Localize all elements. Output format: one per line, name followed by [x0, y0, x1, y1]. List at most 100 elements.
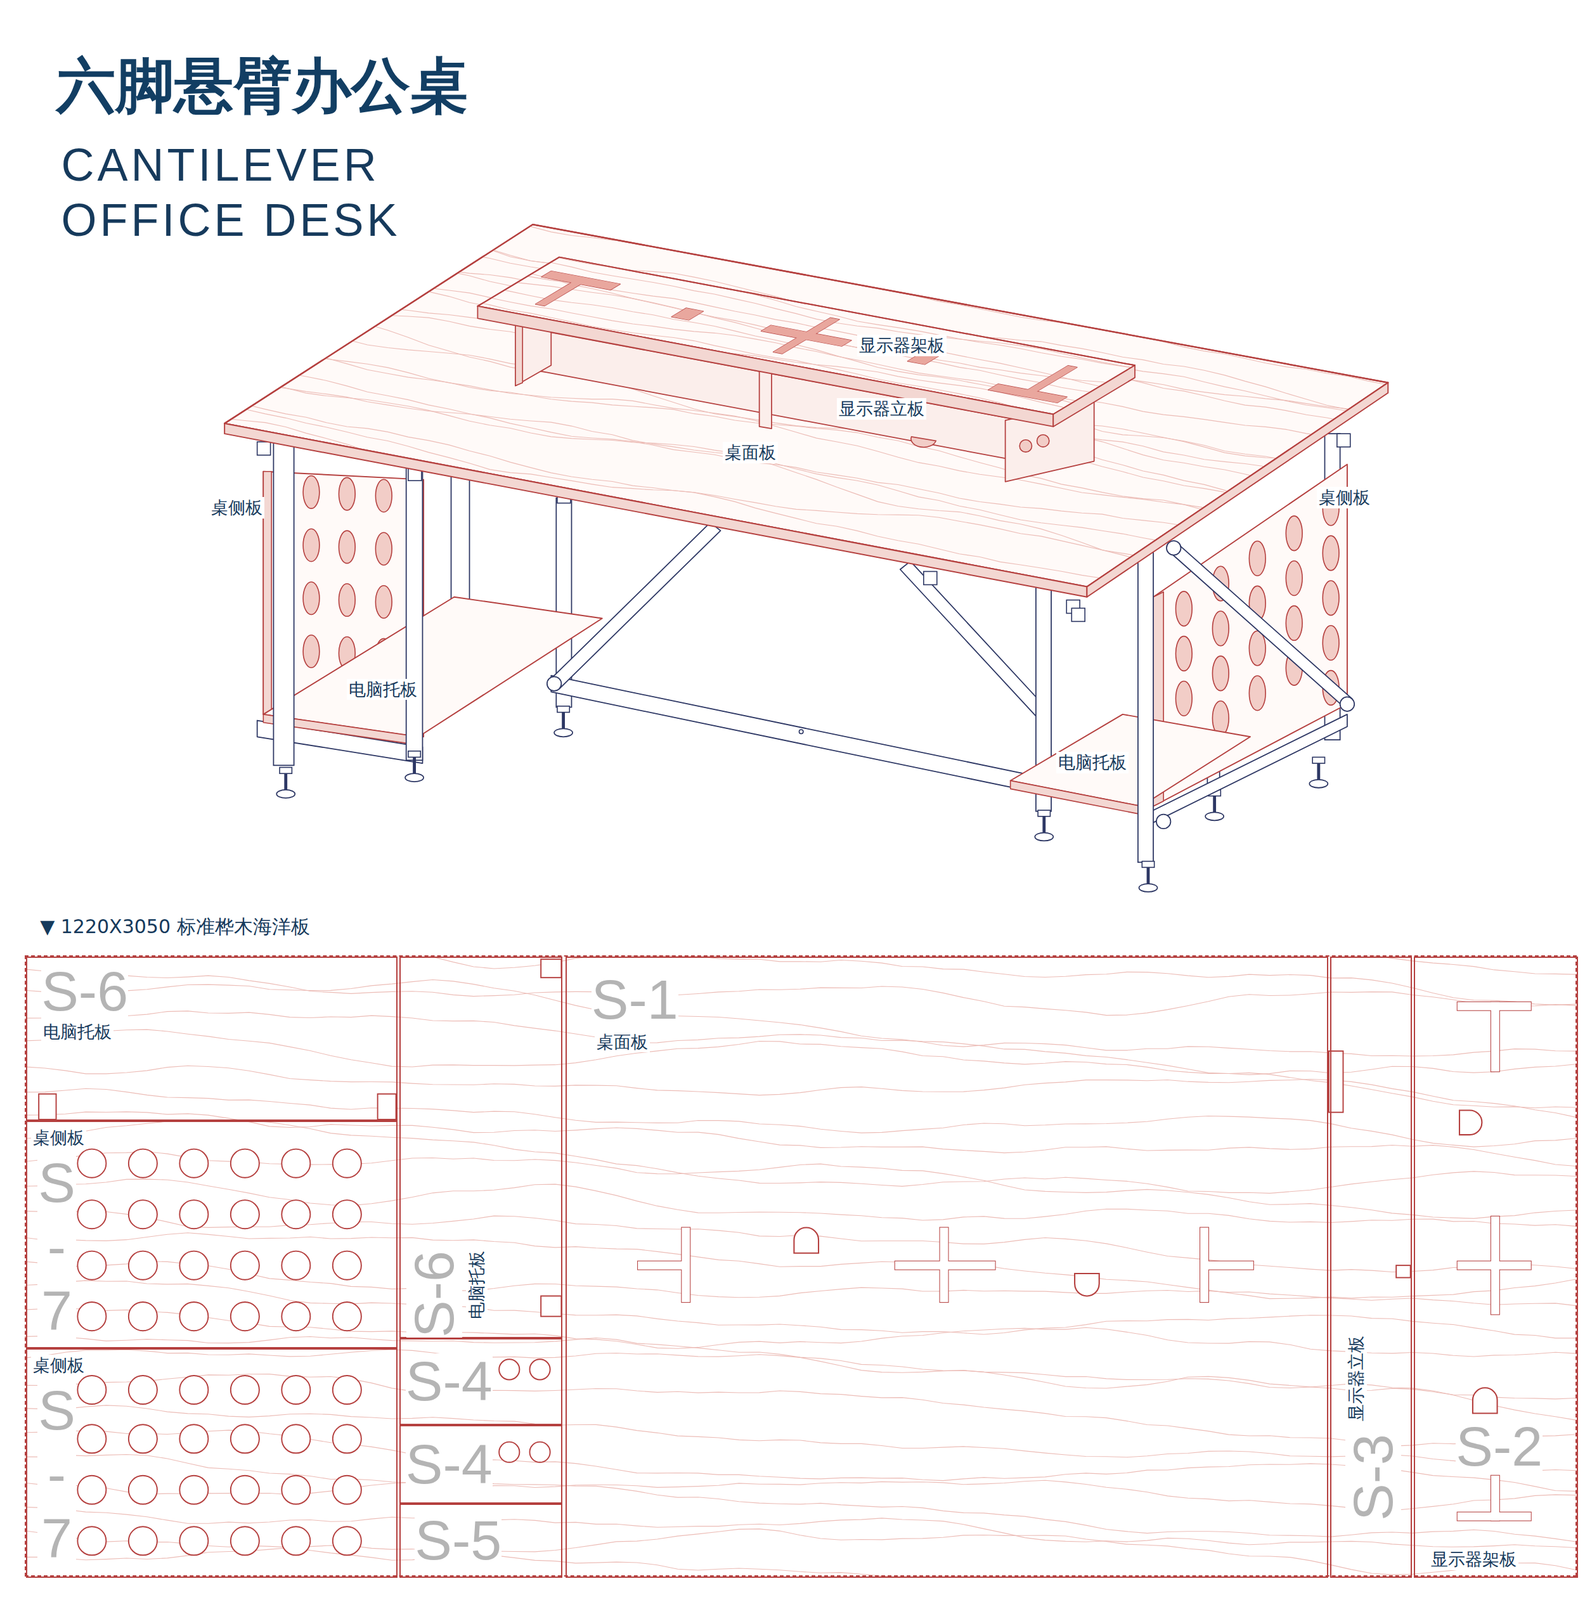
slot-fill — [1491, 1002, 1500, 1072]
panel-hole — [1322, 625, 1340, 661]
wood-grain — [24, 916, 1585, 1600]
joint — [547, 676, 562, 692]
plywood-sheet: ▼ 1220X3050 标准桦木海洋板S-6电脑托板桌侧板S-7桌侧板S-7S-… — [24, 955, 1577, 1577]
notch — [540, 959, 562, 978]
post — [273, 438, 294, 766]
hole — [1037, 434, 1050, 447]
panel-hole — [303, 635, 320, 669]
panel-hole — [179, 1424, 208, 1454]
panel-hole — [281, 1526, 311, 1556]
cut-panel: S-4 — [399, 1338, 563, 1426]
panel-hole — [1285, 606, 1303, 641]
grain-line — [469, 300, 1165, 440]
slot-outline — [637, 1261, 686, 1270]
post — [406, 464, 423, 761]
illustration — [24, 153, 1585, 1600]
panel-hole — [77, 1375, 106, 1405]
cut-panel: 桌侧板S-7 — [25, 1348, 398, 1579]
desk-top-outline — [224, 224, 1388, 587]
panel-hole — [332, 1149, 362, 1178]
grain-line — [204, 392, 1430, 623]
slot-fill — [1204, 1261, 1254, 1270]
brace — [1168, 542, 1353, 707]
bolt-hole — [529, 1359, 550, 1380]
slot — [671, 308, 704, 321]
part-label: 桌侧板 — [1316, 486, 1372, 509]
grain-line — [469, 275, 1165, 408]
foot-pad — [276, 789, 295, 799]
slot — [988, 365, 1078, 404]
nut — [557, 706, 570, 713]
stand-leg-edge — [515, 318, 523, 386]
part-code: S-1 — [591, 971, 679, 1028]
panel-hole — [128, 1149, 158, 1178]
foot-pad — [1034, 833, 1054, 842]
slot-outline — [1023, 365, 1078, 395]
part-code: S-6 — [406, 1250, 463, 1338]
grain-line — [24, 1545, 1585, 1600]
grain-line — [469, 283, 1165, 413]
grain-line — [24, 916, 1585, 975]
part-label: 桌侧板 — [31, 1354, 87, 1377]
joint — [1340, 696, 1355, 712]
part-label: 电脑托板 — [1056, 751, 1129, 774]
panel-hole — [77, 1251, 106, 1281]
panel-hole — [1248, 675, 1266, 711]
slot — [895, 1228, 996, 1303]
panel-hole — [77, 1200, 106, 1229]
grain-line — [204, 433, 1430, 662]
foot-pad — [1205, 812, 1224, 821]
part-label: 桌面板 — [722, 441, 778, 464]
panel-hole — [179, 1375, 208, 1405]
cutting-sheet — [24, 916, 1585, 1600]
panel-hole — [281, 1200, 311, 1229]
slot-outline — [535, 279, 586, 306]
nut — [1037, 810, 1050, 817]
grain-line — [204, 416, 1430, 653]
post — [451, 474, 470, 603]
nut — [1312, 756, 1325, 764]
d-hole — [1459, 1110, 1482, 1135]
panel-hole — [230, 1375, 260, 1405]
panel-hole — [332, 1200, 362, 1229]
bolt — [798, 729, 803, 734]
cut-panel: S-6电脑托板 — [399, 956, 563, 1339]
panel-hole — [281, 1251, 311, 1281]
beam — [550, 675, 1043, 795]
part-code: S-4 — [405, 1436, 493, 1493]
bracket — [1337, 433, 1351, 447]
panel-hole — [128, 1302, 158, 1331]
panel-hole — [281, 1424, 311, 1454]
desk-illustration — [204, 153, 1430, 893]
panel-hole — [179, 1526, 208, 1556]
part-label: 电脑托板 — [465, 1248, 488, 1322]
panel-hole — [338, 477, 356, 511]
part-label: 电脑托板 — [346, 679, 420, 701]
panel-hole — [230, 1424, 260, 1454]
foot-pad — [554, 728, 573, 737]
grain-line — [24, 1065, 1585, 1120]
post — [1138, 550, 1154, 863]
bracket — [1071, 608, 1085, 622]
brace — [549, 522, 721, 689]
shelf-edge — [1010, 780, 1142, 815]
foot-pad — [405, 773, 424, 782]
cut-panel: 桌侧板S-7 — [25, 1120, 398, 1349]
panel-hole — [230, 1526, 260, 1556]
slot-fill — [772, 317, 840, 354]
panel-hole — [1322, 535, 1340, 571]
slot-outline — [940, 1228, 949, 1303]
shelf-edge — [477, 306, 1054, 427]
slot — [760, 317, 852, 354]
panel-hole — [338, 583, 356, 617]
bolt-hole — [529, 1442, 550, 1463]
panel-hole — [77, 1302, 106, 1331]
grain-line — [24, 980, 1585, 1057]
panel-hole — [128, 1375, 158, 1405]
part-label: 显示器立板 — [1345, 1333, 1367, 1424]
grain-line — [469, 251, 1165, 374]
grain-line — [24, 969, 1585, 1016]
notch — [38, 1094, 56, 1120]
panel-hole — [332, 1302, 362, 1331]
